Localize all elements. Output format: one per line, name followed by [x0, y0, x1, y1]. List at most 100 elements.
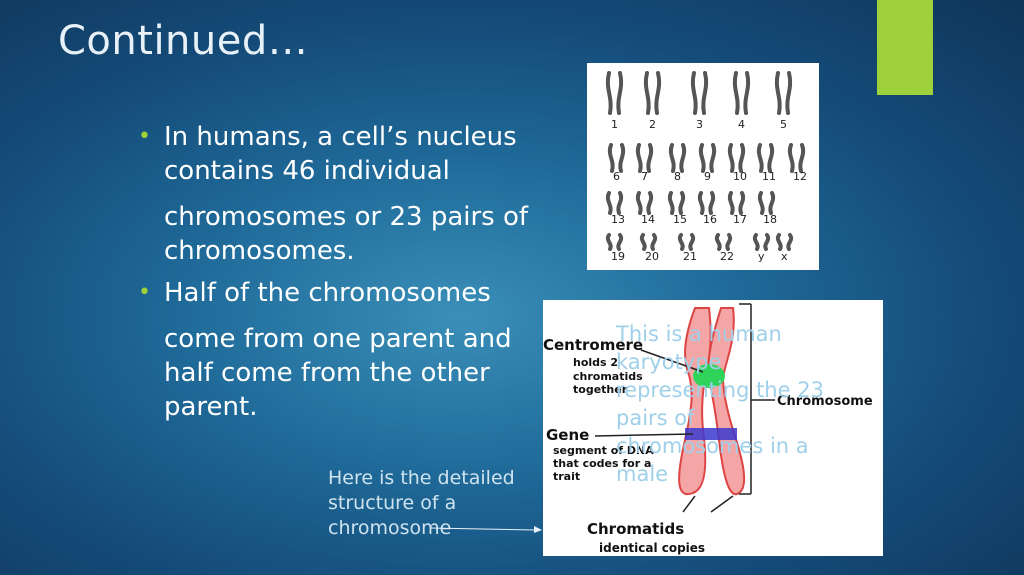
karyotype-label: 21: [683, 250, 697, 263]
karyotype-label: 16: [703, 213, 717, 226]
karyotype-label: 12: [793, 170, 807, 183]
accent-bar: [877, 0, 933, 95]
karyotype-label: y: [758, 250, 765, 263]
karyotype-label: 20: [645, 250, 659, 263]
karyotype-label: 22: [720, 250, 734, 263]
karyotype-chromosome: [643, 71, 651, 115]
karyotype-chromosome: [785, 71, 793, 115]
centromere-mark: [693, 364, 725, 388]
karyotype-label: 7: [641, 170, 648, 183]
karyotype-label: 19: [611, 250, 625, 263]
karyotype-label: 1: [611, 118, 618, 131]
chromatids-pointer-1: [682, 495, 696, 513]
karyotype-chromosome: [679, 143, 687, 173]
karyotype-label: 4: [738, 118, 745, 131]
karyotype-chromosome: [752, 233, 760, 251]
chromatids-label: Chromatids: [587, 520, 684, 538]
karyotype-chromosome: [786, 233, 794, 251]
slide-title: Continued…: [58, 18, 309, 64]
karyotype-chromosome: [738, 191, 746, 215]
karyotype-chromosome: [798, 143, 806, 173]
bullet-item: • In humans, a cell’s nucleus contains 4…: [138, 120, 558, 188]
gene-pointer: [594, 433, 694, 437]
karyotype-label: 8: [674, 170, 681, 183]
karyotype-chromosome: [763, 233, 771, 251]
karyotype-chromosome: [616, 233, 624, 251]
karyotype-label: 13: [611, 213, 625, 226]
karyotype-chromosome: [774, 71, 782, 115]
karyotype-chromosome: [650, 233, 658, 251]
karyotype-chromosome: [743, 71, 751, 115]
karyotype-chromosome: [701, 71, 709, 115]
karyotype-label: x: [781, 250, 788, 263]
karyotype-chromosome: [616, 71, 624, 115]
karyotype-chromosome: [727, 191, 735, 215]
gene-desc: segment of DNA: [553, 444, 654, 457]
bullet-list: • In humans, a cell’s nucleus contains 4…: [138, 120, 558, 424]
karyotype-chromosome: [605, 233, 613, 251]
karyotype-chromosome: [757, 191, 765, 215]
centromere-desc: chromatids: [573, 370, 643, 383]
karyotype-label: 11: [762, 170, 776, 183]
karyotype-chromosome: [646, 191, 654, 215]
karyotype-chromosome: [677, 233, 685, 251]
karyotype-chromosome: [646, 143, 654, 173]
karyotype-chromosome: [756, 143, 764, 173]
karyotype-chromosome: [709, 143, 717, 173]
karyotype-chromosome: [775, 233, 783, 251]
karyotype-label: 14: [641, 213, 655, 226]
centromere-pointer: [640, 349, 704, 373]
karyotype-label: 2: [649, 118, 656, 131]
karyotype-chromosome: [787, 143, 795, 173]
chromosome-label: Chromosome: [777, 394, 873, 409]
bullet-text: Half of the chromosomes: [164, 278, 491, 308]
karyotype-label: 9: [704, 170, 711, 183]
karyotype-chromosome: [635, 191, 643, 215]
karyotype-chromosome: [678, 191, 686, 215]
karyotype-label: 15: [673, 213, 687, 226]
karyotype-chromosome: [714, 233, 722, 251]
karyotype-chromosome: [768, 191, 776, 215]
karyotype-chromosome: [605, 71, 613, 115]
karyotype-label: 5: [780, 118, 787, 131]
bullet-text: In humans, a cell’s nucleus contains 46 …: [164, 122, 517, 186]
karyotype-chromosome: [725, 233, 733, 251]
chromatids-pointer-2: [710, 495, 734, 513]
karyotype-chromosome: [738, 143, 746, 173]
karyotype-chromosome: [727, 143, 735, 173]
karyotype-chromosome: [667, 191, 675, 215]
karyotype-label: 17: [733, 213, 747, 226]
karyotype-chromosome: [690, 71, 698, 115]
karyotype-chromosome: [688, 233, 696, 251]
chromosome-caption: Here is the detailed structure of a chro…: [328, 467, 515, 539]
gene-desc: that codes for a: [553, 457, 651, 470]
karyotype-label: 3: [696, 118, 703, 131]
karyotype-chromosome: [618, 143, 626, 173]
karyotype-description: This is a human karyotype representing t…: [616, 322, 824, 486]
chromosome-diagram: Centromere holds 2 chromatids together G…: [543, 300, 883, 556]
gene-label: Gene: [546, 426, 589, 444]
karyotype-chromosome: [698, 143, 706, 173]
karyotype-label: 10: [733, 170, 747, 183]
karyotype-chromosome: [708, 191, 716, 215]
gene-band: [685, 428, 737, 440]
karyotype-label: 18: [763, 213, 777, 226]
karyotype-chromosome: [697, 191, 705, 215]
karyotype-chromosome: [668, 143, 676, 173]
centromere-desc: holds 2: [573, 356, 618, 369]
chromosome-svg: Centromere holds 2 chromatids together G…: [543, 303, 873, 555]
bullet-continuation: come from one parent and half come from …: [164, 324, 512, 422]
karyotype-chromosome: [654, 71, 662, 115]
karyotype-chromosome: [639, 233, 647, 251]
karyotype-chromosome: [732, 71, 740, 115]
caption-arrow-icon: [430, 526, 542, 533]
bullet-icon: •: [138, 124, 151, 149]
bullet-continuation: chromosomes or 23 pairs of chromosomes.: [164, 202, 529, 266]
bullet-item: • Half of the chromosomes: [138, 276, 558, 310]
centromere-desc: together: [573, 383, 628, 396]
karyotype-label: 6: [613, 170, 620, 183]
karyotype-chromosome: [616, 191, 624, 215]
bullet-icon: •: [138, 280, 151, 305]
